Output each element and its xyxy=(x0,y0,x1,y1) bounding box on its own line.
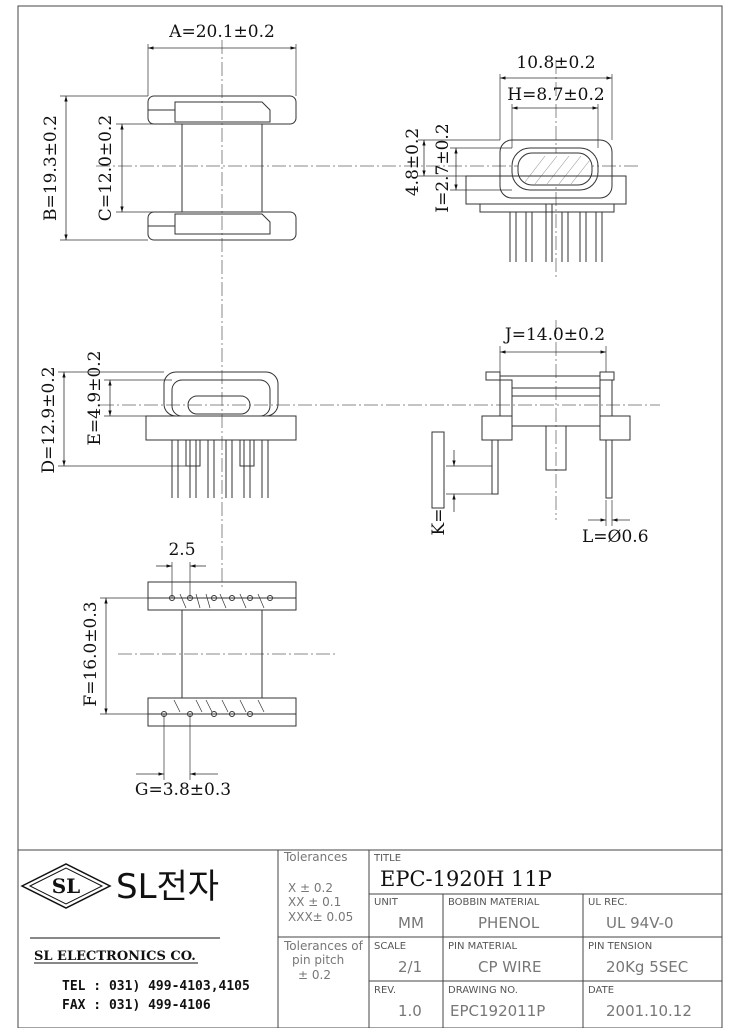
rev-label: REV. xyxy=(374,985,396,996)
company-tel: TEL : 031) 499-4103,4105 xyxy=(62,979,250,994)
pin-material-label: PIN MATERIAL xyxy=(448,941,517,952)
pin-tolerance-header-2: pin pitch xyxy=(292,953,344,967)
front-flange xyxy=(163,371,279,417)
company-fax: FAX : 031) 499-4106 xyxy=(62,998,211,1013)
side-slot-outer xyxy=(511,147,599,191)
slot-hatching xyxy=(524,155,591,185)
ul-rec-label: UL REC. xyxy=(588,897,628,908)
scale-value: 2/1 xyxy=(398,958,422,976)
top-flange-inner-upper xyxy=(174,101,271,123)
dim-label-k: K= xyxy=(429,509,449,536)
bottom-view xyxy=(100,562,336,780)
front-base xyxy=(145,415,297,441)
side-mid-flange-left xyxy=(499,379,513,417)
unit-value: MM xyxy=(398,914,424,932)
dim-label-h: H=8.7±0.2 xyxy=(507,85,604,105)
dim-label-48: 4.8±0.2 xyxy=(403,128,423,196)
top-core-body xyxy=(181,123,263,213)
logo-diamond-icon xyxy=(20,863,112,909)
side-pins xyxy=(509,204,603,262)
company-name-korean: SL전자 xyxy=(116,867,219,907)
top-flange-inner-lower xyxy=(174,213,271,235)
pin-tension-value: 20Kg 5SEC xyxy=(606,958,688,976)
side-mid-pin-right xyxy=(605,440,613,499)
pin-tolerance-header: Tolerances of xyxy=(283,939,364,953)
rev-value: 1.0 xyxy=(398,1002,422,1020)
dim-label-l: L=Ø0.6 xyxy=(582,527,649,547)
drawing-title: EPC-1920H 11P xyxy=(380,867,552,891)
side-flange-top xyxy=(499,139,613,199)
side-slot-inner xyxy=(517,152,593,186)
logo-diamond-inner-icon xyxy=(28,867,104,905)
logo-text: SL xyxy=(52,874,81,898)
side-mid-pin-profile xyxy=(431,431,445,509)
tolerance-xx: XX ± 0.1 xyxy=(288,895,341,909)
bottom-core-body xyxy=(181,609,263,699)
tolerance-x: X ± 0.2 xyxy=(288,881,333,895)
date-label: DATE xyxy=(588,985,614,996)
bobbin-material-value: PHENOL xyxy=(478,914,540,932)
title-block xyxy=(18,849,722,1028)
bottom-pin-grooves xyxy=(173,593,265,713)
drawing-no-value: EPC192011P xyxy=(450,1002,545,1020)
dim-label-pitch: 2.5 xyxy=(168,540,195,560)
side-mid-flange-right xyxy=(599,379,613,417)
bobbin-material-label: BOBBIN MATERIAL xyxy=(448,897,540,908)
side-mid-tab-left xyxy=(485,371,501,381)
drawing-no-label: DRAWING NO. xyxy=(448,985,518,996)
tolerances-header: Tolerances xyxy=(283,850,347,864)
scale-label: SCALE xyxy=(374,941,406,952)
side-mid-center-block xyxy=(545,425,567,471)
dim-label-d: D=12.9±0.2 xyxy=(39,366,59,473)
company-name-english: SL ELECTRONICS CO. xyxy=(34,949,196,964)
side-mid-base-left xyxy=(481,415,513,441)
dim-label-e: E=4.9±0.2 xyxy=(85,351,105,446)
title-label: TITLE xyxy=(373,853,401,864)
front-slot xyxy=(187,395,251,415)
dim-label-108: 10.8±0.2 xyxy=(516,53,595,73)
tolerance-xxx: XXX± 0.05 xyxy=(288,910,353,924)
bottom-flange-lower xyxy=(147,697,297,727)
side-view-right xyxy=(418,60,627,280)
dim-label-j: J=14.0±0.2 xyxy=(503,325,605,345)
unit-label: UNIT xyxy=(374,897,399,908)
side-mid-pin-left xyxy=(491,440,499,495)
top-view xyxy=(60,40,640,590)
date-value: 2001.10.12 xyxy=(606,1002,692,1020)
front-flange-inner xyxy=(171,379,271,417)
dim-label-g: G=3.8±0.3 xyxy=(135,780,231,800)
ul-rec-value: UL 94V-0 xyxy=(606,914,674,932)
side-base-lower xyxy=(479,203,615,213)
front-pins xyxy=(171,439,269,498)
pin-tolerance-value: ± 0.2 xyxy=(298,968,331,982)
dim-label-a: A=20.1±0.2 xyxy=(168,22,275,42)
side-mid-tab-right xyxy=(599,371,615,381)
dim-label-i: I=2.7±0.2 xyxy=(433,123,453,212)
dim-label-c: C=12.0±0.2 xyxy=(96,115,116,221)
pin-tension-label: PIN TENSION xyxy=(588,941,652,952)
dim-label-b: B=19.3±0.2 xyxy=(41,115,61,221)
side-mid-base-right xyxy=(599,415,631,441)
front-view xyxy=(58,371,660,498)
sheet-border xyxy=(17,5,723,1028)
dim-label-f: F=16.0±0.3 xyxy=(81,601,101,706)
pin-material-value: CP WIRE xyxy=(478,958,541,976)
side-view-middle xyxy=(431,320,631,526)
